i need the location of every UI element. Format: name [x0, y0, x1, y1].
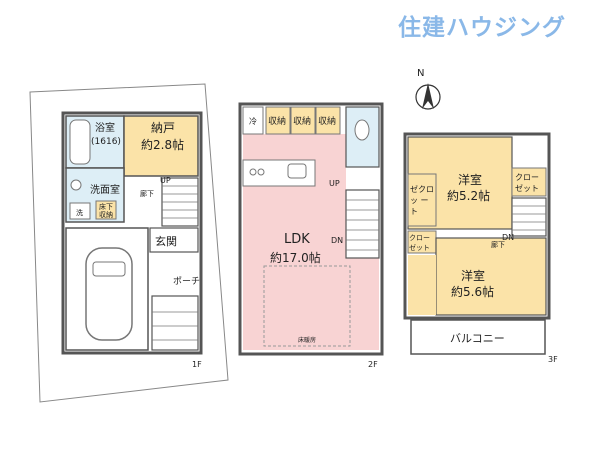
f3-dn-label: DN — [502, 233, 514, 242]
ldk-label: LDK — [284, 232, 310, 247]
porch-label: ポーチ — [173, 276, 200, 287]
washer-label: 洗 — [76, 208, 83, 217]
garage — [65, 227, 149, 351]
f2-storage-1 — [265, 106, 291, 135]
f3-stair-treads — [512, 205, 546, 231]
room-b-left — [408, 255, 436, 315]
f1-stair-treads — [162, 185, 198, 219]
room-b-label: 洋室 — [461, 268, 485, 283]
room-a-label: 洋室 — [458, 172, 482, 187]
sink-icon — [70, 179, 82, 191]
f2-floor-label: 2F — [368, 360, 378, 369]
site-outline — [29, 83, 229, 403]
washer-space — [69, 202, 91, 220]
entrance-area — [149, 227, 199, 253]
floor-1: 浴室 (1616) 納戸 約2.8帖 洗面室 洗 床下 収納 UP 廊下 玄関 … — [61, 111, 203, 369]
compass-label: N — [417, 68, 424, 79]
closet-right — [511, 167, 547, 197]
f1-outer-wall — [61, 111, 203, 355]
closet-right-label-2: ゼット — [515, 183, 539, 193]
f2-stairs — [345, 189, 380, 259]
closet-small-label-1: クロー — [409, 234, 430, 242]
f2-dn-label: DN — [331, 236, 343, 245]
ldk-area-lower — [346, 258, 379, 350]
closet-v-label-2: ッ ー — [410, 196, 429, 205]
f2-storage-3 — [315, 106, 341, 135]
f2-storage-label-1: 収納 — [268, 115, 286, 127]
f2-up-label: UP — [329, 179, 340, 188]
car-icon — [85, 247, 133, 341]
f2-outer-wall — [238, 102, 384, 356]
underfloor-storage — [95, 200, 117, 220]
f2-storage-label-2: 収納 — [293, 115, 311, 127]
washroom-label: 洗面室 — [90, 183, 120, 196]
closet-small-label-2: ゼット — [409, 243, 430, 252]
floor-3: N 洋室 約5.2帖 クロー ゼット ゼクロ ッ ー ト クロー ゼット DN … — [403, 68, 558, 364]
underfloor-label-1: 床下 — [99, 202, 113, 211]
floor-heating-label: 床暖房 — [298, 336, 316, 344]
storage-room-f1 — [123, 115, 199, 177]
compass-icon — [415, 83, 441, 110]
storage-room-label: 納戸 — [151, 121, 175, 135]
ldk-size: 約17.0帖 — [270, 250, 321, 265]
f2-storage-2 — [290, 106, 316, 135]
fridge-label: 冷 — [249, 116, 257, 126]
stove-icon-2 — [257, 168, 265, 176]
room-a-size: 約5.2帖 — [447, 188, 490, 203]
bathtub — [69, 119, 91, 165]
f2-stair-treads — [346, 199, 379, 251]
bath-size: (1616) — [91, 137, 121, 147]
closet-right-label-1: クロー — [515, 173, 539, 182]
closet-v-label-1: ゼクロ — [410, 184, 434, 194]
f3-floor-label: 3F — [548, 355, 558, 364]
room-b-size: 約5.6帖 — [451, 284, 494, 299]
f1-floor-label: 1F — [192, 360, 202, 369]
closet-vertical — [407, 173, 437, 227]
fridge-space — [242, 106, 264, 135]
closet-v-label-3: ト — [410, 207, 418, 216]
entrance-label: 玄関 — [155, 234, 177, 248]
brand-logo: 住建ハウジング — [398, 15, 566, 41]
f2-storage-label-3: 収納 — [318, 115, 336, 127]
bath-label: 浴室 — [95, 121, 115, 134]
toilet-icon — [354, 119, 370, 141]
porch-steps — [151, 295, 199, 351]
storage-room-size: 約2.8帖 — [141, 137, 184, 152]
balcony — [410, 319, 546, 355]
f3-corridor-label: 廊下 — [491, 240, 505, 249]
floor-2: 冷 収納 収納 収納 LDK 約17.0帖 UP DN 床暖房 2F — [238, 102, 384, 369]
car-window — [92, 261, 126, 277]
f1-up-label: UP — [160, 176, 171, 185]
f1-corridor-label: 廊下 — [140, 189, 154, 198]
kitchen-sink — [287, 163, 307, 179]
floor-heating-area — [263, 265, 351, 347]
room-b — [435, 237, 547, 316]
porch-step-lines — [152, 311, 198, 341]
stove-icon — [249, 168, 257, 176]
underfloor-label-2: 収納 — [99, 210, 113, 219]
f3-outer-wall — [403, 132, 551, 320]
balcony-label: バルコニー — [450, 332, 505, 345]
